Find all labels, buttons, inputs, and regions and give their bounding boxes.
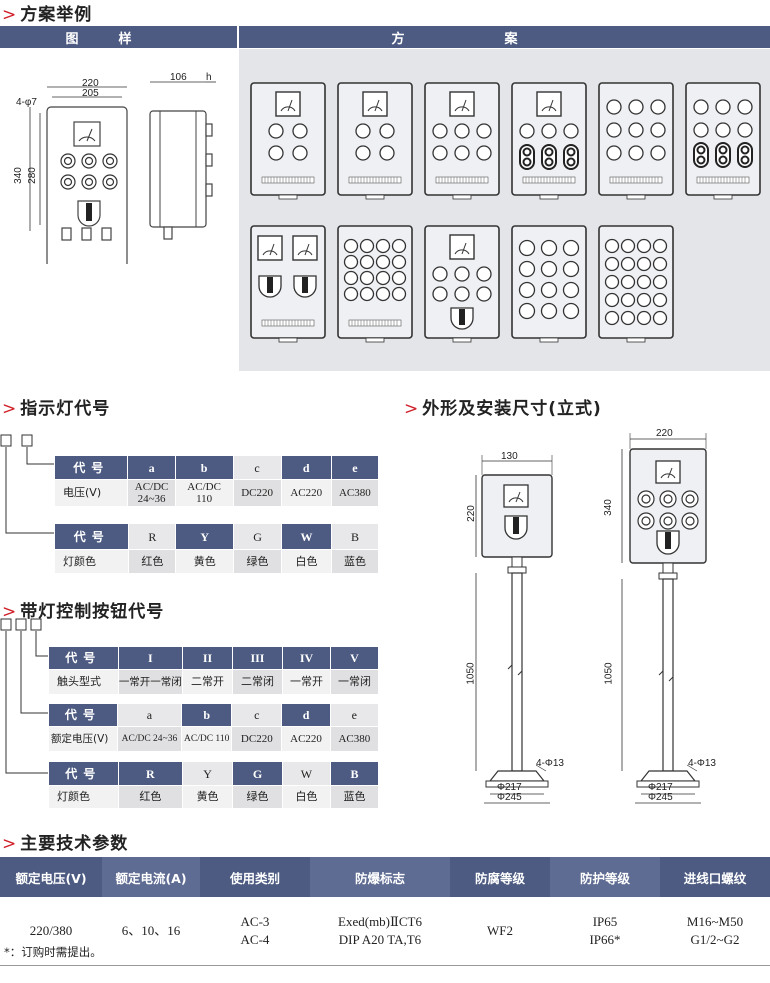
button-contact-table: 代号 I II III IV V 触头型式 一常开一常闭 二常开 二常闭 一常开… xyxy=(48,646,379,695)
dim-h: h xyxy=(206,72,212,83)
dim-holes: 4-φ7 xyxy=(16,97,37,108)
stand-left-d217: Φ217 xyxy=(497,782,522,793)
stand-right-holes: 4-Φ13 xyxy=(688,758,716,769)
button-voltage-table: 代号 a b c d e 额定电压(V) AC/DC 24~36 AC/DC 1… xyxy=(48,703,380,752)
order-note: *：订购时需提出。 xyxy=(4,945,102,959)
schemes-panel xyxy=(239,49,770,371)
params-title: >主要技术参数 xyxy=(2,834,129,854)
button-title: >带灯控制按钮代号 xyxy=(2,602,165,622)
dim-width-220: 220 xyxy=(82,78,99,89)
dim-height-340: 340 xyxy=(12,167,24,184)
scheme-3 xyxy=(424,82,500,200)
params-table: 额定电压(V) 额定电流(A) 使用类别 防爆标志 防腐等级 防护等级 进线口螺… xyxy=(0,857,770,966)
scheme-11 xyxy=(598,225,674,343)
scheme-10 xyxy=(511,225,587,343)
dim-depth-106: 106 xyxy=(170,72,187,83)
stand-right-d217: Φ217 xyxy=(648,782,673,793)
indicator-title: >指示灯代号 xyxy=(2,399,111,419)
scheme-7 xyxy=(250,225,326,343)
scheme-8 xyxy=(337,225,413,343)
stand-left-height: 220 xyxy=(465,505,477,522)
stand-right-pole: 1050 xyxy=(603,662,615,685)
scheme-boxes xyxy=(250,82,761,343)
stand-drawings xyxy=(475,433,707,804)
stand-left-pole: 1050 xyxy=(465,662,477,685)
indicator-color-table: 代号 R Y G W B 灯颜色 红色 黄色 绿色 白色 蓝色 xyxy=(53,523,380,574)
stand-right-d245: Φ245 xyxy=(648,792,673,803)
scheme-9 xyxy=(424,225,500,343)
dimensions-title: >外形及安装尺寸(立式) xyxy=(404,399,602,419)
button-color-table: 代号 R Y G W B 灯颜色 红色 黄色 绿色 白色 蓝色 xyxy=(48,761,380,809)
dim-height-280: 280 xyxy=(26,167,38,184)
stand-left-holes: 4-Φ13 xyxy=(536,758,564,769)
examples-header-drawing: 图样 xyxy=(0,26,237,48)
scheme-4 xyxy=(511,82,587,200)
examples-title: >方案举例 xyxy=(2,5,93,25)
scheme-1 xyxy=(250,82,326,200)
examples-header-schemes: 方案 xyxy=(239,26,770,48)
stand-left-width: 130 xyxy=(501,451,518,462)
stand-right-height: 340 xyxy=(602,499,614,516)
stand-left-d245: Φ245 xyxy=(497,792,522,803)
scheme-6 xyxy=(685,82,761,200)
stand-right-width: 220 xyxy=(656,428,673,439)
scheme-2 xyxy=(337,82,413,200)
indicator-voltage-table: 代号 a b c d e 电压(V) AC/DC 24~36 AC/DC 110… xyxy=(53,455,380,507)
indicator-code-brackets xyxy=(0,434,54,534)
technical-drawing xyxy=(29,81,216,264)
button-code-brackets xyxy=(0,618,48,774)
scheme-5 xyxy=(598,82,674,200)
dim-width-205: 205 xyxy=(82,88,99,99)
